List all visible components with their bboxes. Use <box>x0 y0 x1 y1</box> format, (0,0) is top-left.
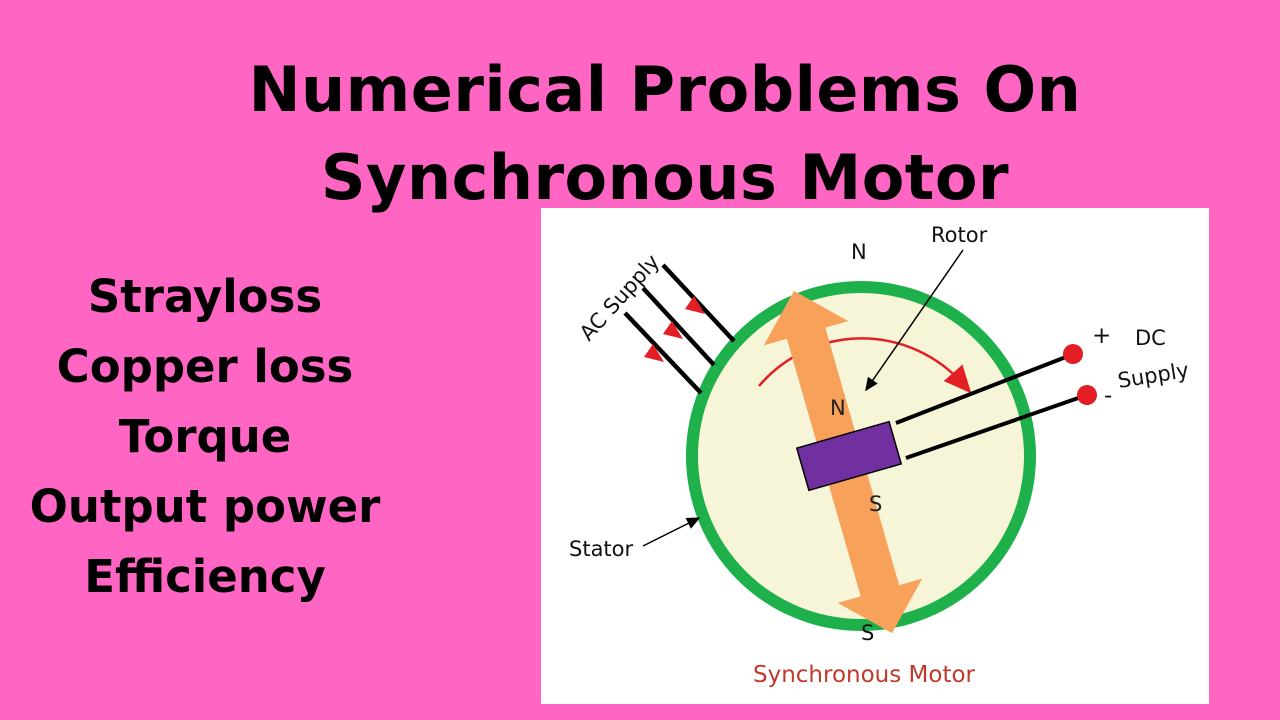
topic-item: Output power <box>29 480 381 533</box>
title-line-2: Synchronous Motor <box>320 141 1010 214</box>
north-label: N <box>851 240 867 264</box>
dc-plus-terminal <box>1063 344 1083 364</box>
rotation-arrow <box>758 337 972 394</box>
dc-minus-label: - <box>1104 383 1112 409</box>
rotor-label: Rotor <box>931 223 988 247</box>
ac-line-1 <box>661 263 736 343</box>
dc-minus-lead <box>905 394 1085 460</box>
ac-arrow-2 <box>663 321 683 339</box>
south-label: S <box>861 621 874 645</box>
topic-item: Efficiency <box>84 550 326 603</box>
dc-plus-label: + <box>1092 323 1111 349</box>
diagram-caption: Synchronous Motor <box>753 662 976 688</box>
ac-line-2 <box>641 286 716 367</box>
page-title: Numerical Problems On Synchronous Motor <box>130 46 1200 222</box>
dc-minus-terminal <box>1077 385 1097 405</box>
rotor-shaft <box>795 420 903 492</box>
dc-plus-lead <box>895 353 1072 425</box>
motor-diagram: AC Supply N Rotor + - DC Supply N S Stat… <box>569 223 1190 688</box>
ac-line-3 <box>623 311 703 395</box>
stator-label: Stator <box>569 537 634 561</box>
ac-arrow-3 <box>644 344 664 362</box>
topic-item: Copper loss <box>56 340 354 393</box>
rotor-south-label: S <box>869 492 882 516</box>
rotor-north-label: N <box>830 396 846 420</box>
supply-label: Supply <box>1116 358 1190 393</box>
dc-label: DC <box>1135 326 1166 350</box>
rotor-pointer <box>865 249 964 392</box>
title-line-1: Numerical Problems On <box>248 53 1082 126</box>
topic-list: Strayloss Copper loss Torque Output powe… <box>10 262 400 612</box>
motor-diagram-panel: AC Supply N Rotor + - DC Supply N S Stat… <box>541 208 1209 704</box>
stator-pointer <box>642 517 701 547</box>
topic-item: Torque <box>118 410 292 463</box>
ac-arrow-1 <box>685 296 705 314</box>
topic-item: Strayloss <box>87 270 323 323</box>
